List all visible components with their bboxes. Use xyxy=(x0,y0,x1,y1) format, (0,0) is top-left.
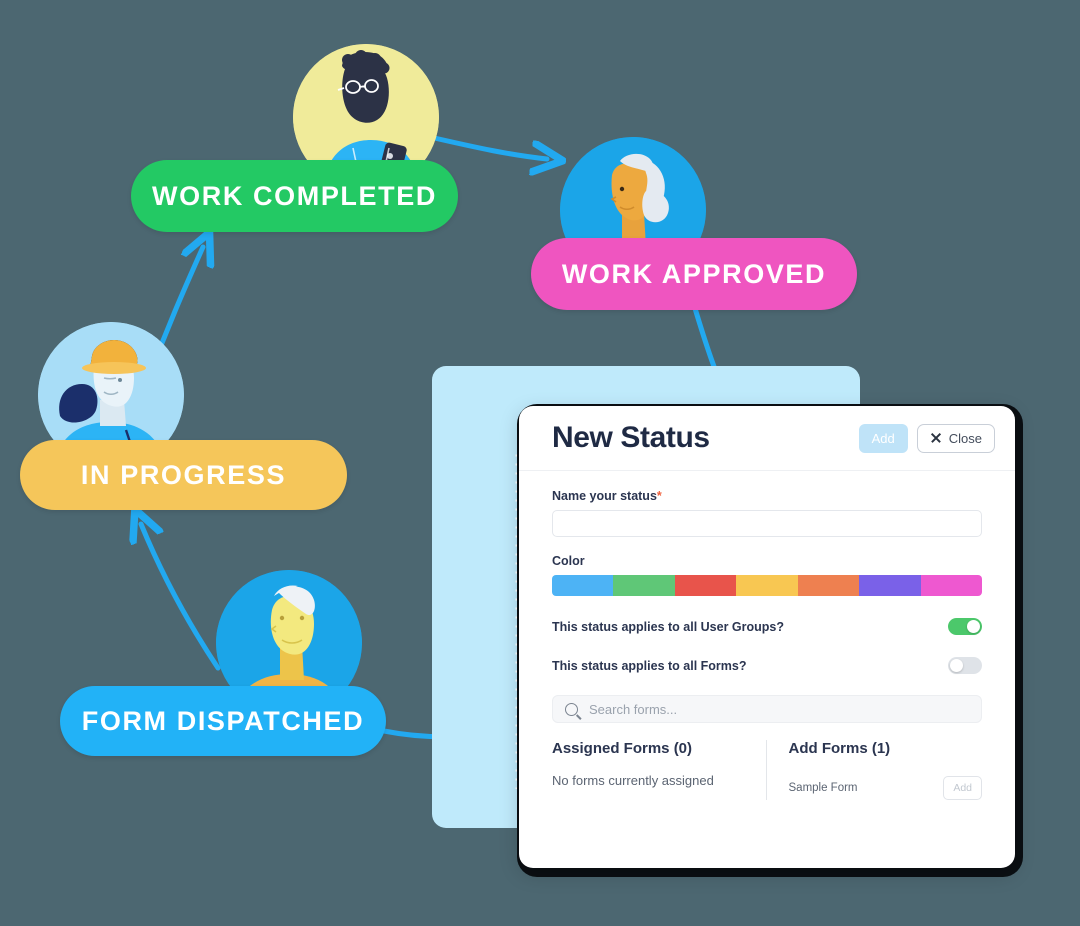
assigned-forms-empty-text: No forms currently assigned xyxy=(552,773,714,788)
user-groups-toggle-label: This status applies to all User Groups? xyxy=(552,619,784,634)
add-button[interactable]: Add xyxy=(858,423,908,453)
add-forms-title: Add Forms (1) xyxy=(788,740,891,757)
assigned-forms-column: Assigned Forms (0) No forms currently as… xyxy=(552,740,766,800)
close-button[interactable]: Close xyxy=(916,423,995,453)
color-swatch-orange[interactable] xyxy=(797,575,860,596)
all-forms-toggle-row: This status applies to all Forms? xyxy=(552,657,982,674)
toggle-knob xyxy=(950,658,964,673)
required-asterisk: * xyxy=(656,489,662,503)
new-status-modal: New Status Add Close Name your status* C… xyxy=(519,406,1015,868)
search-icon xyxy=(565,702,578,716)
toggle-knob xyxy=(966,619,980,634)
color-swatch-group[interactable] xyxy=(552,575,982,596)
status-name-label: Name your status* xyxy=(552,489,982,503)
forms-columns: Assigned Forms (0) No forms currently as… xyxy=(552,740,982,800)
status-pill-in-progress[interactable]: IN PROGRESS xyxy=(20,440,347,510)
add-form-button[interactable]: Add xyxy=(943,776,982,800)
user-groups-toggle[interactable] xyxy=(948,618,982,635)
add-forms-column: Add Forms (1) Sample Form Add xyxy=(765,740,982,800)
color-swatch-red[interactable] xyxy=(674,575,737,596)
color-label: Color xyxy=(552,554,585,568)
assigned-forms-title: Assigned Forms (0) xyxy=(552,740,693,757)
status-pill-form-dispatched[interactable]: FORM DISPATCHED xyxy=(60,686,386,756)
arrow-dispatched-to-progress xyxy=(141,524,221,671)
color-swatch-magenta[interactable] xyxy=(920,575,982,596)
close-x-icon xyxy=(930,432,942,444)
user-groups-toggle-row: This status applies to all User Groups? xyxy=(552,618,982,635)
arrow-completed-to-approved xyxy=(427,134,547,159)
status-pill-work-completed[interactable]: WORK COMPLETED xyxy=(131,160,458,232)
modal-header: New Status Add Close xyxy=(519,406,1015,471)
status-pill-work-approved[interactable]: WORK APPROVED xyxy=(531,238,857,310)
color-swatch-yellow[interactable] xyxy=(736,575,798,596)
status-name-input[interactable] xyxy=(552,510,982,537)
all-forms-toggle[interactable] xyxy=(948,657,982,674)
form-item-name: Sample Form xyxy=(788,782,858,794)
list-item: Sample Form Add xyxy=(788,776,982,800)
search-input[interactable] xyxy=(587,700,969,718)
color-swatch-blue[interactable] xyxy=(552,575,614,596)
color-swatch-green[interactable] xyxy=(613,575,675,596)
page-title: New Status xyxy=(552,421,710,454)
close-button-label: Close xyxy=(948,430,982,446)
modal-body: Name your status* Color This status appl… xyxy=(519,471,1015,800)
status-name-label-text: Name your status xyxy=(552,489,657,503)
color-swatch-purple[interactable] xyxy=(859,575,921,596)
search-forms-row[interactable] xyxy=(552,695,982,723)
all-forms-toggle-label: This status applies to all Forms? xyxy=(552,658,747,673)
